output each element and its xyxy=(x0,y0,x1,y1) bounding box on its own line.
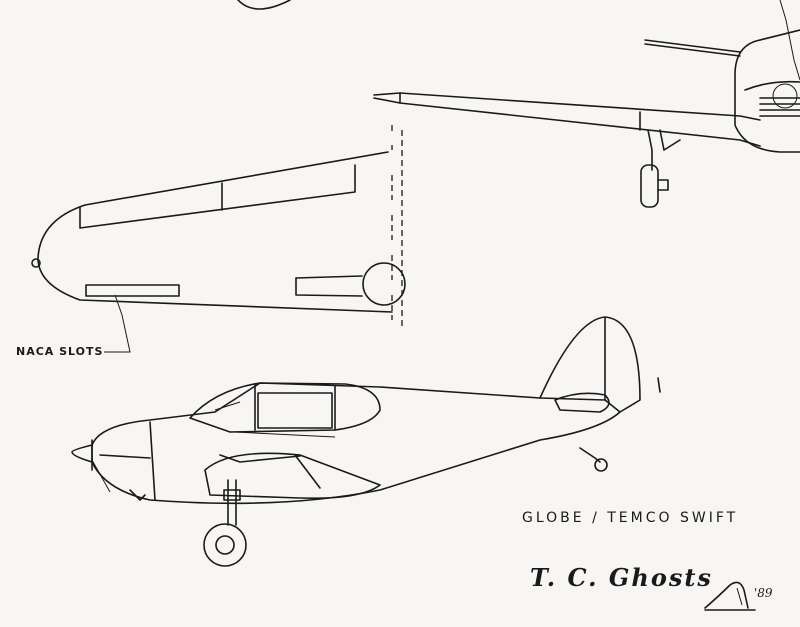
aircraft-type-title: GLOBE / TEMCO SWIFT xyxy=(522,510,739,526)
side-view xyxy=(71,316,661,567)
top-fragment xyxy=(237,0,291,10)
year-mark: '89 xyxy=(754,586,773,600)
naca-slots-label: NACA SLOTS xyxy=(16,345,104,358)
wing-plan-view xyxy=(31,125,406,353)
front-view xyxy=(373,29,800,208)
signature-mark xyxy=(704,581,756,611)
author-credit: T. C. Ghosts xyxy=(530,563,713,592)
